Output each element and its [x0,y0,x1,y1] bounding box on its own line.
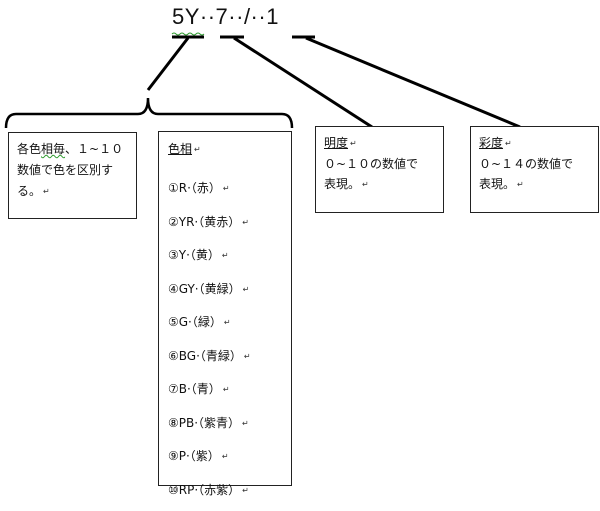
hue-item-text: ⑥BG·（青緑） [168,349,242,363]
chroma-title-text: 彩度 [479,136,503,150]
hue-item-text: ③Y·（黄） [168,248,220,262]
return-mark-icon: ↵ [517,180,524,189]
return-mark-icon: ↵ [222,452,229,461]
return-mark-icon: ↵ [194,145,201,154]
hue-list-item: ①R·（赤）↵ [168,176,283,210]
hue-list-item: ⑨P·（紫）↵ [168,444,283,478]
hue-connector [148,38,188,90]
return-mark-icon: ↵ [244,352,251,361]
connector-lines [0,0,600,489]
return-mark-icon: ↵ [350,139,357,148]
hue-list-item: ④GY·（黄緑）↵ [168,277,283,311]
return-mark-icon: ↵ [243,285,250,294]
hue-list-item: ③Y·（黄）↵ [168,243,283,277]
hue-list-item: ⑥BG·（青緑）↵ [168,344,283,378]
hue-desc-line-3: る。↵ [17,181,128,202]
hue-desc-line-1-post: 、１~１０ [65,142,123,156]
chroma-line-2-text: 表現。 [479,177,515,191]
hue-list-item: ⑦B·（青）↵ [168,377,283,411]
chroma-line-1: ０~１４の数値で [479,154,590,174]
hue-item-text: ②YR·（黄赤） [168,215,240,229]
hue-item-text: ①R·（赤） [168,181,221,195]
hue-list-item: ②YR·（黄赤）↵ [168,210,283,244]
hue-desc-line-1-pre: 各色 [17,142,41,156]
hue-description-box: 各色相毎、１~１０ 数値で色を区別す る。↵ [8,132,137,219]
return-mark-icon: ↵ [223,184,230,193]
return-mark-icon: ↵ [224,318,231,327]
return-mark-icon: ↵ [43,187,50,196]
value-line-1: ０~１０の数値で [324,154,435,174]
spellcheck-squiggle [172,33,204,35]
chroma-box: 彩度↵ ０~１４の数値で 表現。↵ [470,126,599,213]
hue-desc-line-2: 数値で色を区別す [17,160,128,181]
return-mark-icon: ↵ [242,218,249,227]
return-mark-icon: ↵ [223,385,230,394]
curly-brace [6,98,292,128]
chroma-connector [306,38,520,127]
chroma-title: 彩度↵ [479,133,590,154]
return-mark-icon: ↵ [505,139,512,148]
value-title: 明度↵ [324,133,435,154]
hue-list-item: ⑤G·（緑）↵ [168,310,283,344]
hue-desc-line-3-text: る。 [17,184,41,198]
value-line-2: 表現。↵ [324,174,435,195]
hue-item-text: ⑨P·（紫） [168,449,220,463]
return-mark-icon: ↵ [222,251,229,260]
return-mark-icon: ↵ [242,486,249,495]
hue-item-text: ⑤G·（緑） [168,315,222,329]
hue-list-item: ⑩RP·（赤紫）↵ [168,478,283,511]
chroma-line-2: 表現。↵ [479,174,590,195]
hue-item-text: ④GY·（黄緑） [168,282,241,296]
hue-list-item: ⑧PB·（紫青）↵ [168,411,283,445]
hue-list-title-text: 色相 [168,142,192,156]
return-mark-icon: ↵ [362,180,369,189]
hue-item-text: ⑧PB·（紫青） [168,416,240,430]
hue-desc-line-1: 各色相毎、１~１０ [17,139,128,160]
value-line-2-text: 表現。 [324,177,360,191]
munsell-notation: 5Y··7··/··1 [172,4,279,30]
hue-list-box: 色相↵ ①R·（赤）↵ ②YR·（黄赤）↵ ③Y·（黄）↵ ④GY·（黄緑）↵ … [158,131,292,486]
hue-list-title: 色相↵ [168,136,283,176]
hue-desc-line-1-squiggle: 相毎 [41,142,65,156]
value-title-text: 明度 [324,136,348,150]
hue-item-text: ⑩RP·（赤紫） [168,483,240,497]
hue-item-text: ⑦B·（青） [168,382,221,396]
value-box: 明度↵ ０~１０の数値で 表現。↵ [315,126,444,213]
return-mark-icon: ↵ [242,419,249,428]
